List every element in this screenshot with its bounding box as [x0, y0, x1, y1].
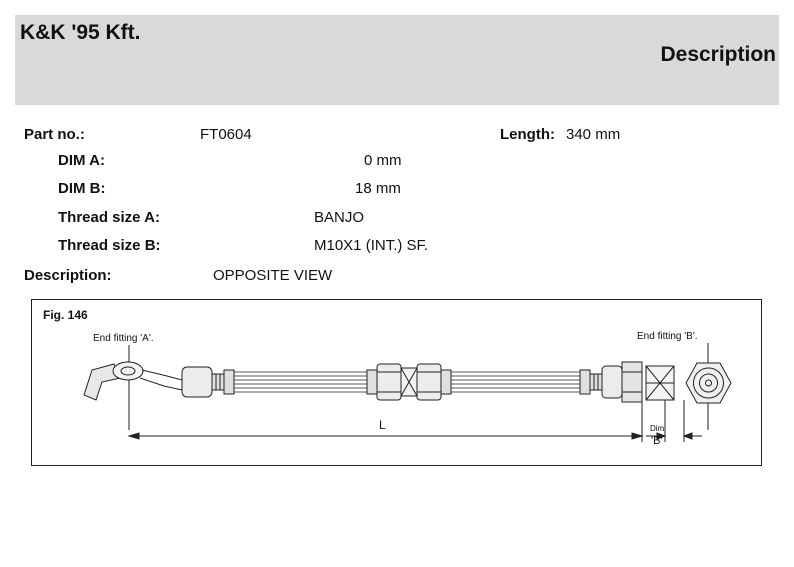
dim-b-symbol: 'B' — [651, 435, 663, 447]
page-title: Description — [660, 43, 776, 66]
hose-figure: Fig. 146 End fitting 'A'. End fitting 'B… — [31, 299, 762, 466]
length-symbol: L — [379, 418, 386, 432]
dim-a-value: 0 mm — [364, 152, 402, 169]
company-name: K&K '95 Kft. — [20, 21, 141, 44]
part-no-value: FT0604 — [200, 126, 252, 143]
description-value: OPPOSITE VIEW — [213, 267, 333, 284]
length-value: 340 mm — [566, 126, 621, 143]
thread-a-value: BANJO — [314, 209, 365, 226]
hose-drawing — [83, 343, 732, 442]
end-fitting-b-label: End fitting 'B'. — [637, 331, 698, 342]
header-bar: K&K '95 Kft. Description — [15, 15, 779, 105]
thread-a-label: Thread size A: — [58, 209, 160, 226]
thread-b-value: M10X1 (INT.) SF. — [314, 237, 429, 254]
dim-b-label: DIM B: — [58, 180, 106, 197]
description-label: Description: — [24, 267, 112, 284]
dim-label: Dim — [650, 424, 665, 433]
thread-b-label: Thread size B: — [58, 237, 161, 254]
dim-a-label: DIM A: — [58, 152, 105, 169]
figure-number: Fig. 146 — [43, 308, 88, 322]
part-no-label: Part no.: — [24, 126, 85, 143]
length-label: Length: — [500, 126, 555, 143]
dim-b-value: 18 mm — [355, 180, 401, 197]
end-fitting-a-label: End fitting 'A'. — [93, 333, 154, 344]
